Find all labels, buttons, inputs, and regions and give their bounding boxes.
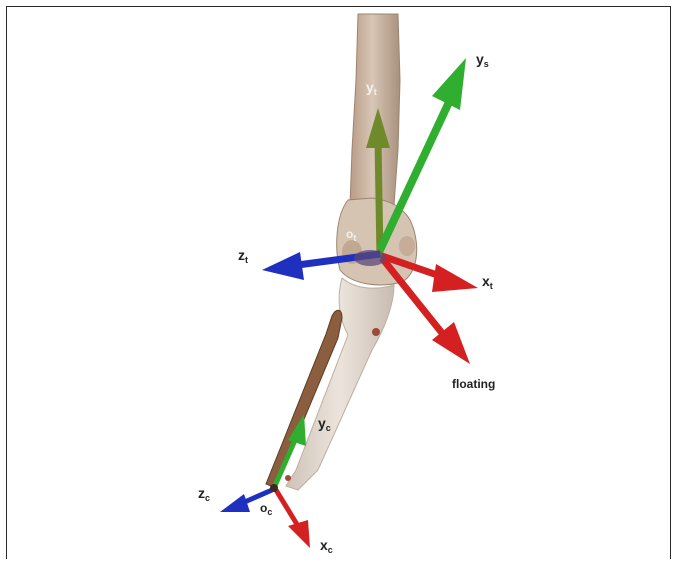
- lower-bone-shank: [286, 278, 394, 490]
- x-t-arrowhead: [432, 264, 478, 292]
- label-y-s: ys: [476, 51, 489, 69]
- origin-c-marker: [270, 484, 278, 492]
- joint-bump-right: [399, 236, 415, 256]
- label-z-c: zc: [198, 485, 210, 503]
- marker-dot: [372, 328, 380, 336]
- label-floating: floating: [452, 377, 495, 391]
- label-x-t: xt: [482, 273, 493, 291]
- label-o-c: oc: [260, 501, 272, 517]
- label-x-c: xc: [320, 537, 333, 555]
- upper-bone-shaft: [350, 14, 400, 205]
- x-c-axis: [276, 490, 298, 526]
- z-c-arrowhead: [220, 494, 250, 512]
- x-c-arrowhead: [288, 520, 310, 548]
- marker-dot-ankle: [285, 475, 291, 481]
- y-t-axis: [378, 138, 380, 258]
- origin-t-marker: [354, 250, 386, 266]
- y-s-arrowhead: [432, 58, 466, 110]
- label-z-t: zt: [238, 247, 248, 265]
- z-t-arrowhead: [262, 252, 304, 280]
